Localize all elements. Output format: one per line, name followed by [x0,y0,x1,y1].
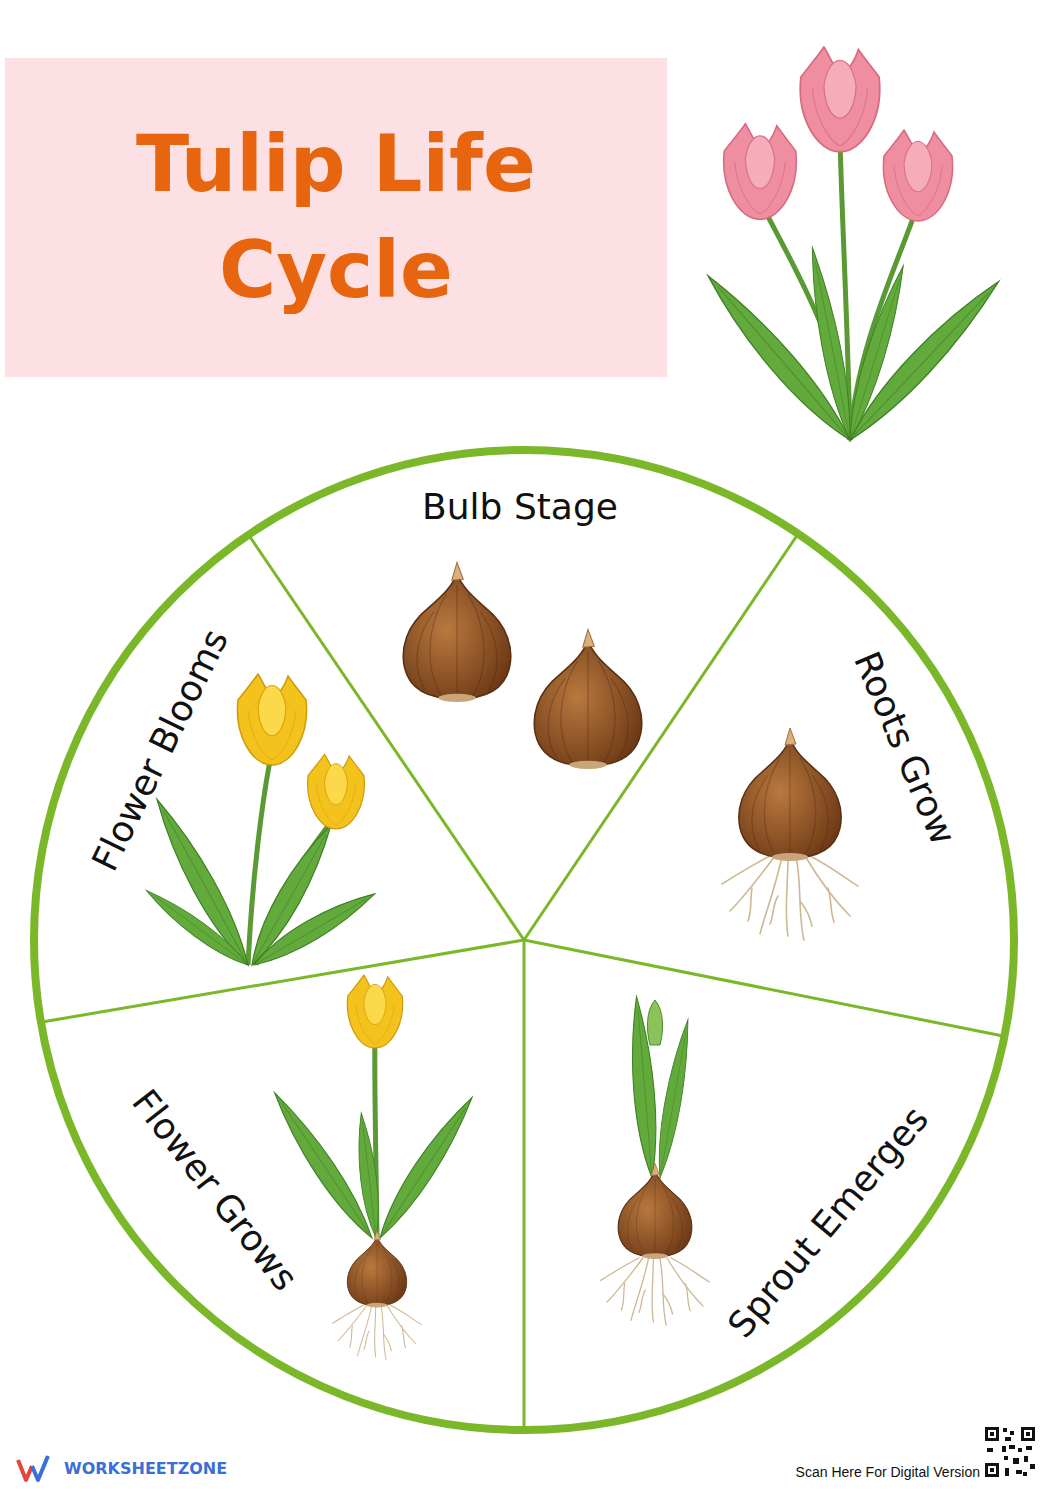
stage-name: Sprout Emerges [719,1098,937,1346]
stage-name: Flower Blooms [83,622,237,877]
stage-label: Sprout Emerges [719,1098,937,1346]
stage-label: Bulb Stage [422,485,618,528]
stage-name: Roots Grow [845,645,965,851]
title: Tulip Life Cycle [66,112,606,323]
stage-label: Flower Grows [123,1081,306,1299]
title-box: Tulip Life Cycle [5,58,667,377]
stage-name: Bulb Stage [422,485,618,528]
qr-note: Scan Here For Digital Version [796,1464,980,1480]
stage-label: Roots Grow [845,645,965,851]
stage-name: Flower Grows [123,1081,306,1299]
brand-name: WORKSHEETZONE [64,1459,227,1478]
stage-label: Flower Blooms [83,622,237,877]
